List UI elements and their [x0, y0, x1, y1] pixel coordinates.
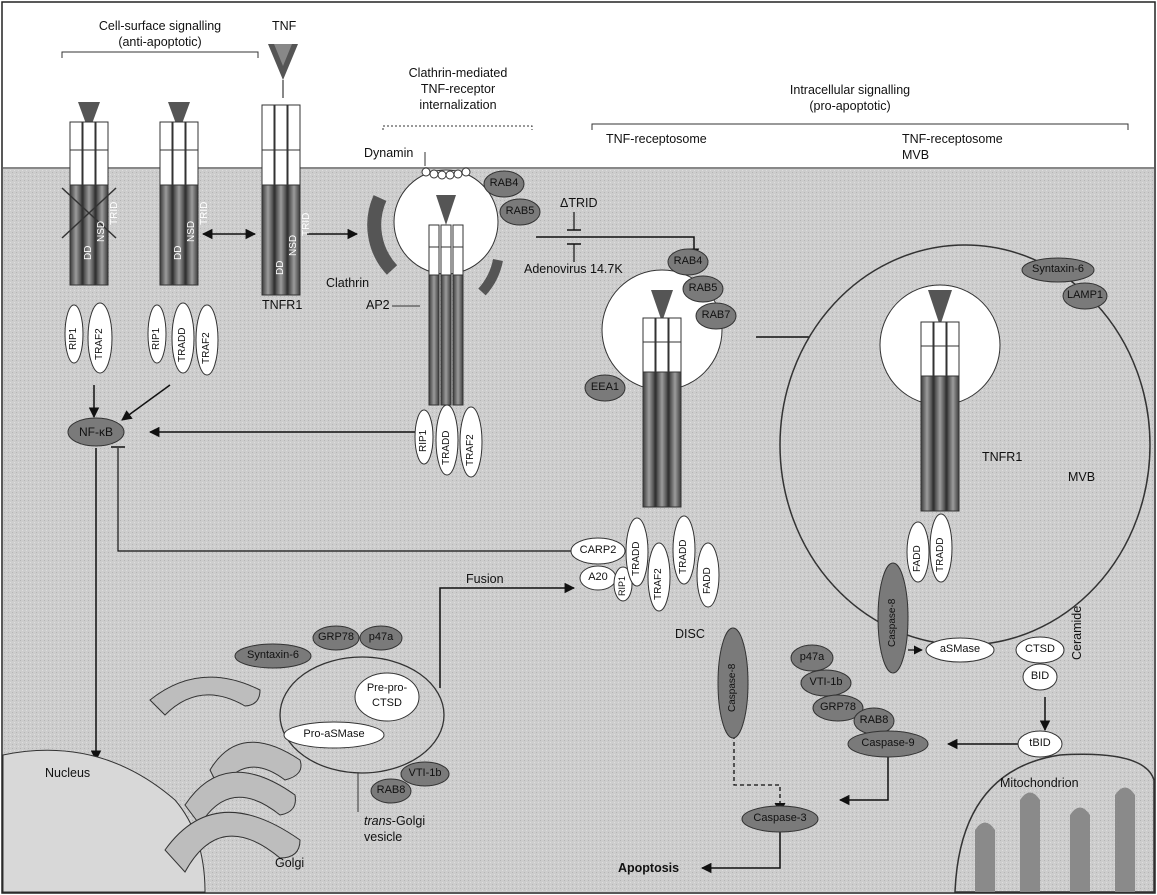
- tradd-label-5: TRADD: [678, 540, 690, 574]
- ctsd-label: CTSD: [1016, 643, 1064, 656]
- rab5-label-2: RAB5: [683, 282, 723, 295]
- cell-surface-subtitle: (anti-apoptotic): [60, 35, 260, 50]
- trans-golgi-label: trans-Golgi: [364, 814, 425, 829]
- traf2-label-1: TRAF2: [94, 328, 106, 360]
- intracellular-title: Intracellular signalling: [760, 83, 940, 98]
- nsd-label-2: NSD: [186, 221, 198, 242]
- rab8-label-1: RAB8: [371, 784, 411, 797]
- pro-asmase-label: Pro-aSMase: [284, 728, 384, 741]
- nucleus-label: Nucleus: [45, 766, 90, 781]
- trid-label-1: TRID: [109, 202, 121, 225]
- grp78-label-1: GRP78: [313, 631, 359, 644]
- receptosome-mvb-label-1: TNF-receptosome: [902, 132, 1003, 147]
- tbid-label: tBID: [1018, 737, 1062, 750]
- nfkb-label: NF-κB: [68, 425, 124, 439]
- vti1b-label-1: VTI-1b: [401, 767, 449, 780]
- carp2-label: CARP2: [571, 544, 625, 557]
- adenovirus-label: Adenovirus 14.7K: [524, 262, 623, 277]
- bid-label: BID: [1023, 670, 1057, 683]
- rab8-label-2: RAB8: [854, 714, 894, 727]
- tnfr1-label-mvb: TNFR1: [982, 450, 1022, 465]
- nsd-label-1: NSD: [96, 221, 108, 242]
- p47a-label-1: p47a: [360, 631, 402, 644]
- syntaxin6-label-1: Syntaxin-6: [1022, 263, 1094, 276]
- clathrin-title-1: Clathrin-mediated: [383, 66, 533, 81]
- trid-label-3: TRID: [301, 213, 313, 236]
- asmase-label: aSMase: [926, 643, 994, 656]
- cell-surface-title: Cell-surface signalling: [60, 19, 260, 34]
- tnf-label: TNF: [272, 19, 296, 34]
- lamp1-label: LAMP1: [1063, 289, 1107, 302]
- rab4-label-2: RAB4: [668, 255, 708, 268]
- caspase8-label-2: Caspase-8: [887, 599, 899, 647]
- ap2-label: AP2: [366, 298, 390, 313]
- fusion-label: Fusion: [466, 572, 504, 587]
- eea1-label: EEA1: [585, 381, 625, 394]
- ceramide-label: Ceramide: [1070, 606, 1085, 660]
- caspase3-label: Caspase-3: [742, 812, 818, 825]
- rip1-label-4: RIP1: [617, 576, 628, 596]
- clathrin-title-3: internalization: [383, 98, 533, 113]
- tnfr1-label-left: TNFR1: [262, 298, 302, 313]
- pre-pro-ctsd-label-1: Pre-pro-: [355, 682, 419, 695]
- tradd-label-2: TRADD: [177, 328, 189, 362]
- receptosome-mvb-label-2: MVB: [902, 148, 929, 163]
- trid-label-2: TRID: [199, 202, 211, 225]
- trans-golgi-vesicle: [280, 657, 444, 773]
- clathrin-title-2: TNF-receptor: [383, 82, 533, 97]
- nsd-label-3: NSD: [288, 235, 300, 256]
- pre-pro-ctsd-label-2: CTSD: [355, 697, 419, 710]
- vti1b-label-2: VTI-1b: [801, 676, 851, 689]
- grp78-label-2: GRP78: [813, 701, 863, 714]
- tradd-label-6: TRADD: [935, 538, 947, 572]
- tradd-label-4: TRADD: [631, 542, 643, 576]
- disc-label: DISC: [675, 627, 705, 642]
- dd-label-3: DD: [275, 261, 287, 275]
- dd-label-1: DD: [83, 246, 95, 260]
- apoptosis-label: Apoptosis: [618, 861, 679, 876]
- dd-label-2: DD: [173, 246, 185, 260]
- syntaxin6-label-2: Syntaxin-6: [235, 649, 311, 662]
- traf2-label-2: TRAF2: [201, 332, 213, 364]
- tradd-label-3: TRADD: [441, 431, 453, 465]
- rip1-label-1: RIP1: [68, 328, 80, 350]
- rab4-label-1: RAB4: [484, 177, 524, 190]
- caspase9-label: Caspase-9: [848, 737, 928, 750]
- traf2-label-4: TRAF2: [653, 568, 665, 600]
- intracellular-subtitle: (pro-apoptotic): [760, 99, 940, 114]
- fadd-label-2: FADD: [912, 545, 924, 572]
- dynamin-label: Dynamin: [364, 146, 413, 161]
- a20-label: A20: [580, 571, 616, 584]
- rip1-label-3: RIP1: [418, 430, 430, 452]
- delta-trid-label: ΔTRID: [560, 196, 598, 211]
- vesicle-label: vesicle: [364, 830, 402, 845]
- p47a-label-2: p47a: [791, 651, 833, 664]
- rab7-label: RAB7: [696, 309, 736, 322]
- receptosome-label: TNF-receptosome: [606, 132, 707, 147]
- caspase8-label-1: Caspase-8: [727, 664, 739, 712]
- golgi-label: Golgi: [275, 856, 304, 871]
- fadd-label-1: FADD: [702, 567, 714, 594]
- rip1-label-2: RIP1: [151, 328, 163, 350]
- mitochondrion-label: Mitochondrion: [1000, 776, 1079, 791]
- mvb-label: MVB: [1068, 470, 1095, 485]
- traf2-label-3: TRAF2: [465, 434, 477, 466]
- rab5-label-1: RAB5: [500, 205, 540, 218]
- clathrin-label: Clathrin: [326, 276, 369, 291]
